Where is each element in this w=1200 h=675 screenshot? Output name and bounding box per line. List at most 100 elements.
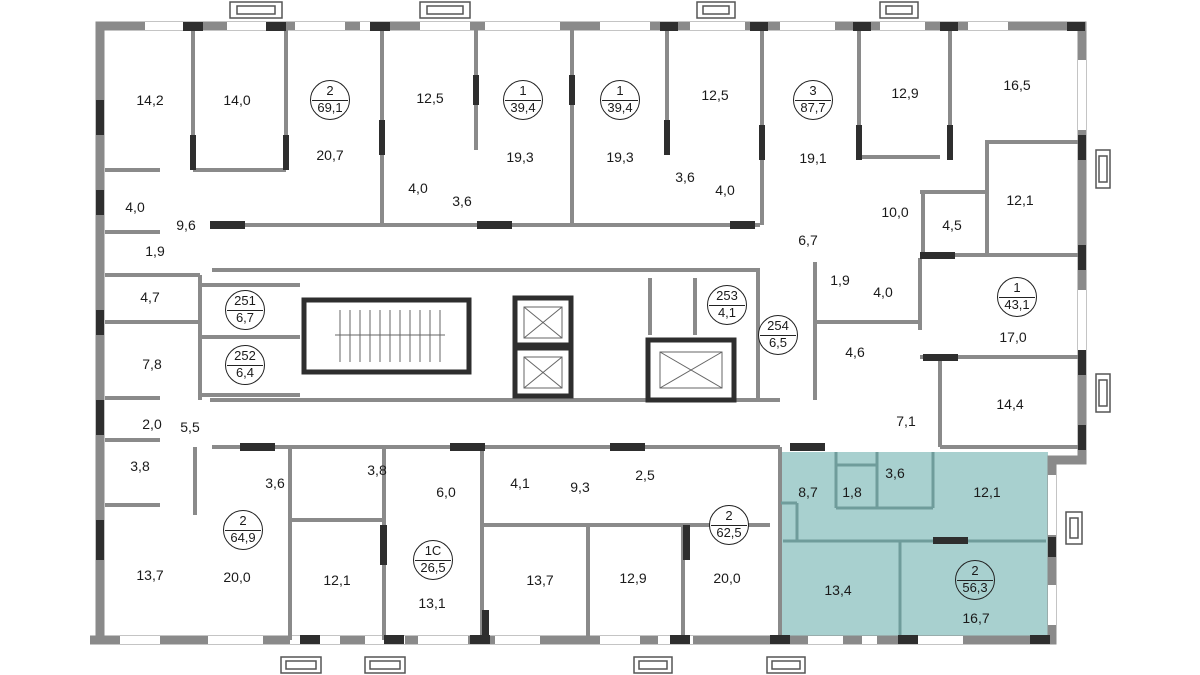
room-area-label: 6,0 bbox=[436, 484, 456, 500]
room-area-label: 1,9 bbox=[145, 243, 165, 259]
apartment-total-area: 39,4 bbox=[510, 100, 536, 115]
room-area-label: 13,7 bbox=[526, 572, 554, 588]
room-area-label: 4,0 bbox=[715, 182, 735, 198]
room-area-label: 3,6 bbox=[452, 193, 472, 209]
room-area-label: 3,8 bbox=[367, 462, 387, 478]
room-area-label: 2,5 bbox=[635, 467, 655, 483]
badge-divider bbox=[312, 100, 348, 101]
room-area-label: 9,6 bbox=[176, 217, 196, 233]
room-area-label: 4,5 bbox=[942, 217, 962, 233]
room-area-label: 19,3 bbox=[506, 149, 534, 165]
room-area-label: 14,0 bbox=[223, 92, 251, 108]
room-area-label: 7,8 bbox=[142, 356, 162, 372]
apartment-badge[interactable]: 1С 26,5 bbox=[413, 540, 453, 580]
highlighted-apartment-walls bbox=[781, 452, 1046, 638]
apartment-room-count: 1 bbox=[1013, 280, 1021, 295]
room-area-label: 4,0 bbox=[125, 199, 145, 215]
room-area-label: 6,7 bbox=[798, 232, 818, 248]
room-area-label: 16,7 bbox=[962, 610, 990, 626]
room-area-label: 7,1 bbox=[896, 413, 916, 429]
room-area-label: 4,7 bbox=[140, 289, 160, 305]
room-area-label: 12,5 bbox=[701, 87, 729, 103]
apartment-total-area: 87,7 bbox=[800, 100, 826, 115]
room-area-label: 8,7 bbox=[798, 484, 818, 500]
apartment-total-area: 39,4 bbox=[607, 100, 633, 115]
apartment-total-area: 6,4 bbox=[235, 365, 255, 380]
room-area-label: 5,5 bbox=[180, 419, 200, 435]
apartment-total-area: 56,3 bbox=[962, 580, 988, 595]
room-area-label: 12,1 bbox=[1006, 192, 1034, 208]
outer-walls bbox=[90, 21, 1087, 645]
apartment-total-area: 6,7 bbox=[235, 310, 255, 325]
room-area-label: 2,0 bbox=[142, 416, 162, 432]
badge-divider bbox=[505, 100, 541, 101]
badge-divider bbox=[999, 297, 1035, 298]
badge-divider bbox=[602, 100, 638, 101]
apartment-room-count: 1С bbox=[424, 543, 442, 558]
room-area-label: 14,2 bbox=[136, 92, 164, 108]
room-area-label: 14,4 bbox=[996, 396, 1024, 412]
room-area-label: 1,8 bbox=[842, 484, 862, 500]
apartment-total-area: 62,5 bbox=[716, 525, 742, 540]
apartment-total-area: 69,1 bbox=[317, 100, 343, 115]
room-area-label: 19,3 bbox=[606, 149, 634, 165]
balconies bbox=[229, 1, 1111, 674]
apartment-room-count: 3 bbox=[809, 83, 817, 98]
badge-divider bbox=[709, 305, 745, 306]
room-area-label: 17,0 bbox=[999, 329, 1027, 345]
badge-divider bbox=[415, 560, 451, 561]
apartment-total-area: 6,5 bbox=[768, 335, 788, 350]
apartment-total-area: 4,1 bbox=[717, 305, 737, 320]
apartment-room-count: 253 bbox=[716, 288, 738, 303]
badge-divider bbox=[760, 335, 796, 336]
apartment-room-count: 2 bbox=[725, 508, 733, 523]
apartment-room-count: 254 bbox=[767, 318, 789, 333]
badge-divider bbox=[227, 365, 263, 366]
room-area-label: 3,8 bbox=[130, 458, 150, 474]
room-area-label: 13,1 bbox=[418, 595, 446, 611]
room-area-label: 12,1 bbox=[323, 572, 351, 588]
apartment-total-area: 26,5 bbox=[420, 560, 446, 575]
room-area-label: 12,9 bbox=[619, 570, 647, 586]
room-area-label: 4,0 bbox=[408, 180, 428, 196]
apartment-room-count: 252 bbox=[234, 348, 256, 363]
room-area-label: 3,6 bbox=[885, 465, 905, 481]
interior-walls bbox=[105, 30, 1080, 640]
room-area-label: 20,0 bbox=[713, 570, 741, 586]
room-area-label: 12,9 bbox=[891, 85, 919, 101]
room-area-label: 4,6 bbox=[845, 344, 865, 360]
apartment-room-count: 251 bbox=[234, 293, 256, 308]
room-area-label: 13,7 bbox=[136, 567, 164, 583]
badge-divider bbox=[795, 100, 831, 101]
room-area-label: 12,5 bbox=[416, 90, 444, 106]
apartment-total-area: 64,9 bbox=[230, 530, 256, 545]
room-area-label: 12,1 bbox=[973, 484, 1001, 500]
room-area-label: 3,6 bbox=[675, 169, 695, 185]
highlighted-apartment-fill bbox=[781, 452, 1048, 638]
stair-steps bbox=[335, 306, 723, 389]
apartment-room-count: 2 bbox=[239, 513, 247, 528]
room-area-label: 1,9 bbox=[830, 272, 850, 288]
apartment-room-count: 2 bbox=[971, 563, 979, 578]
room-area-label: 20,0 bbox=[223, 569, 251, 585]
room-area-label: 20,7 bbox=[316, 147, 344, 163]
room-area-label: 16,5 bbox=[1003, 77, 1031, 93]
room-area-label: 19,1 bbox=[799, 150, 827, 166]
stair-core bbox=[301, 295, 737, 403]
room-area-label: 4,1 bbox=[510, 475, 530, 491]
apartment-room-count: 1 bbox=[616, 83, 624, 98]
